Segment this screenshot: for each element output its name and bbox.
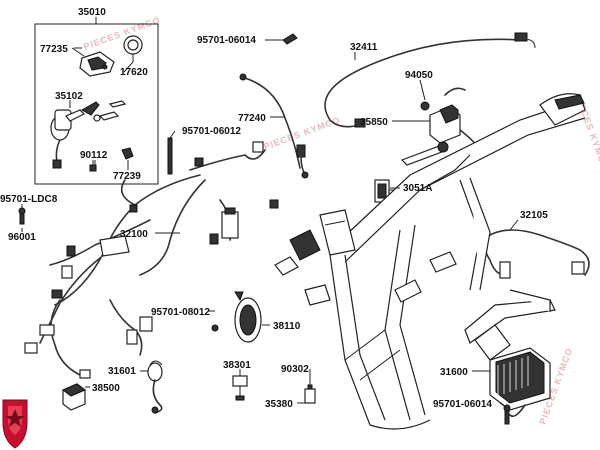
label-96001: 96001 bbox=[8, 232, 36, 243]
label-90302: 90302 bbox=[281, 364, 309, 375]
bolt-ldc8-part bbox=[18, 207, 26, 225]
brand-logo-icon bbox=[2, 399, 28, 449]
label-32411: 32411 bbox=[350, 42, 378, 53]
sensor-3051a-part bbox=[374, 141, 449, 203]
label-95701-06014-bottom: 95701-06014 bbox=[433, 399, 492, 410]
label-31600: 31600 bbox=[440, 367, 468, 378]
label-35380: 35380 bbox=[265, 399, 293, 410]
frame-part bbox=[274, 93, 586, 430]
label-3051a: 3051A bbox=[403, 183, 432, 194]
label-38500: 38500 bbox=[92, 383, 120, 394]
ignition-switch-part bbox=[50, 101, 100, 169]
main-harness-part bbox=[24, 141, 279, 379]
label-95701-06012: 95701-06012 bbox=[182, 126, 241, 137]
label-95701-08012: 95701-08012 bbox=[151, 307, 210, 318]
switch-35380-part bbox=[304, 375, 316, 404]
label-35102: 35102 bbox=[55, 91, 83, 102]
label-38110: 38110 bbox=[273, 321, 301, 332]
bolt-06012-part bbox=[167, 137, 173, 175]
screw-90112-part bbox=[89, 160, 97, 172]
label-38301: 38301 bbox=[223, 360, 251, 371]
label-17620: 17620 bbox=[120, 67, 148, 78]
label-31601: 31601 bbox=[108, 366, 136, 377]
bolt-08012-part bbox=[211, 324, 219, 332]
ring-part bbox=[123, 35, 143, 55]
flasher-38500-part bbox=[62, 383, 86, 411]
switch-38301-part bbox=[232, 375, 248, 401]
label-95701-06014-top: 95701-06014 bbox=[197, 35, 256, 46]
bolt-top-part bbox=[270, 33, 298, 45]
leader-lines bbox=[21, 39, 519, 409]
regulator-part bbox=[489, 347, 551, 418]
label-32105: 32105 bbox=[520, 210, 548, 221]
label-90112: 90112 bbox=[80, 150, 108, 161]
relay-31601-part bbox=[147, 360, 163, 414]
label-77240: 77240 bbox=[238, 113, 266, 124]
cable-32411-part bbox=[324, 32, 536, 128]
keys-part bbox=[93, 100, 127, 122]
ignition-kit-box bbox=[34, 17, 159, 185]
label-32100: 32100 bbox=[120, 229, 148, 240]
clip-77239-part bbox=[121, 147, 134, 170]
label-35850: 35850 bbox=[360, 117, 388, 128]
label-35010: 35010 bbox=[78, 7, 106, 18]
label-77239: 77239 bbox=[113, 171, 141, 182]
bracket-rear-part bbox=[464, 289, 556, 361]
label-77235: 77235 bbox=[40, 44, 68, 55]
lock-cover-part bbox=[79, 51, 115, 77]
label-95701-ldc8: 95701-LDC8 bbox=[0, 194, 58, 205]
horn-part bbox=[234, 291, 262, 343]
label-94050: 94050 bbox=[405, 70, 433, 81]
part-labels: 35010 77235 17620 35102 90112 77239 9570… bbox=[0, 7, 548, 410]
cable-77240-part bbox=[239, 73, 309, 179]
harness-32105-part bbox=[484, 229, 590, 279]
watermark-text-4: PIECES KYMCO bbox=[82, 15, 162, 52]
